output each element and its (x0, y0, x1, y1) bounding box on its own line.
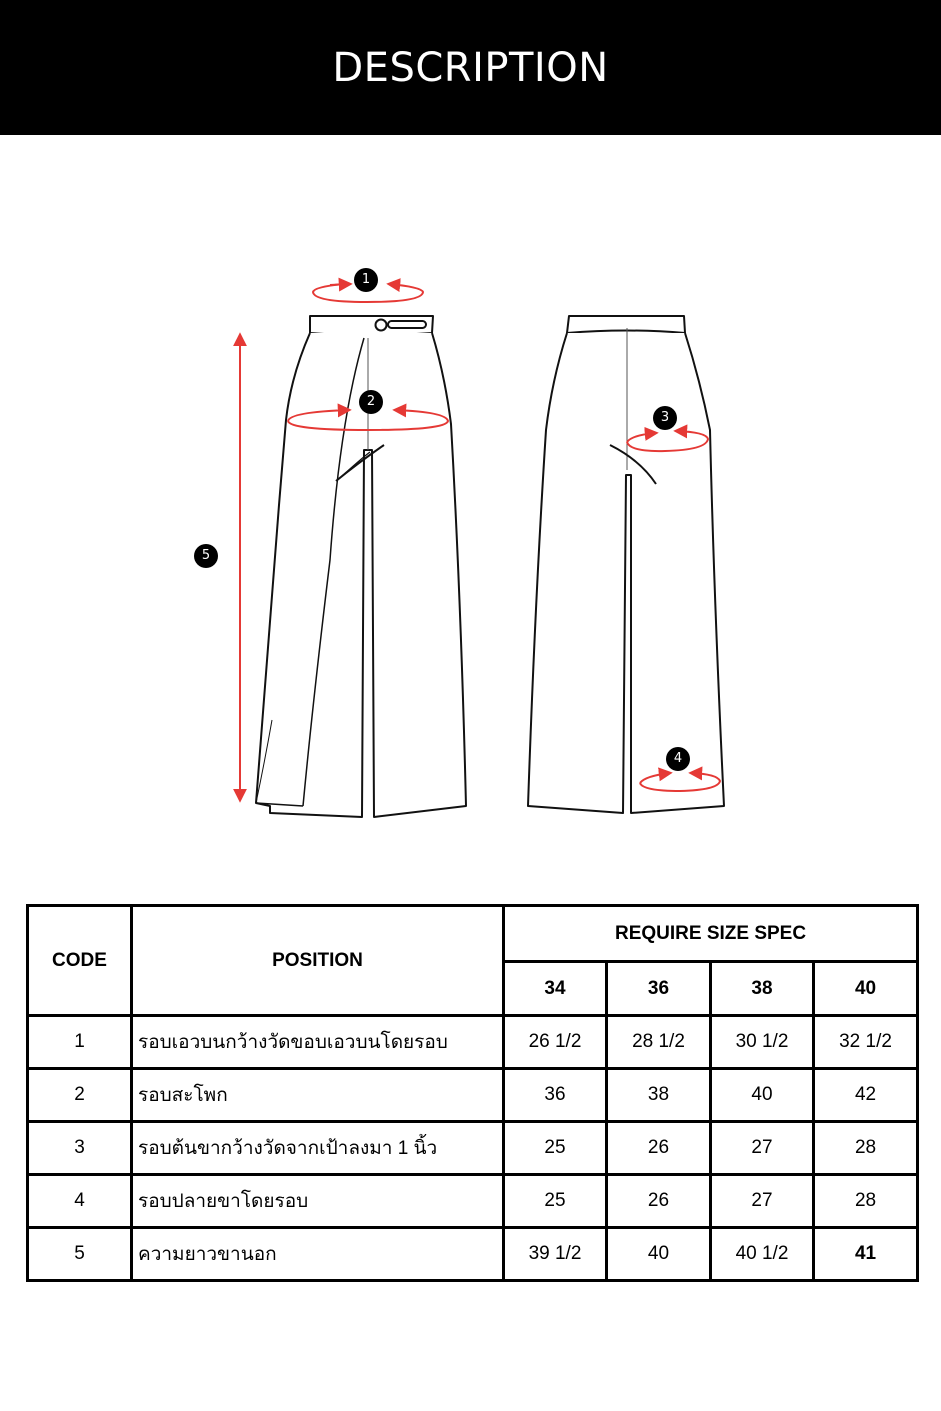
back-view (527, 315, 725, 814)
header-size-38: 38 (709, 960, 815, 1017)
marker-3-badge: 3 (653, 406, 677, 430)
pants-illustration (233, 277, 725, 818)
marker-1-badge: 1 (354, 268, 378, 292)
header-size-36: 36 (605, 960, 712, 1017)
header-position: POSITION (130, 904, 505, 1017)
size-spec-table: CODE POSITION REQUIRE SIZE SPEC 34 36 38… (26, 903, 920, 1282)
row-value: 40 1/2 (709, 1226, 815, 1282)
row-value: 36 (502, 1067, 608, 1123)
row-value: 27 (709, 1120, 815, 1176)
row-value: 26 (605, 1173, 712, 1229)
row-position: รอบต้นขากว้างวัดจากเป้าลงมา 1 นิ้ว (130, 1120, 505, 1176)
row-code: 2 (26, 1067, 133, 1123)
row-value: 27 (709, 1173, 815, 1229)
table-size-row: 34 36 38 40 (28, 960, 920, 1017)
row-position: รอบปลายขาโดยรอบ (130, 1173, 505, 1229)
row-value: 40 (709, 1067, 815, 1123)
row-value: 39 1/2 (502, 1226, 608, 1282)
row-position: รอบเอวบนกว้างวัดขอบเอวบนโดยรอบ (130, 1014, 505, 1070)
table-header-row: CODE POSITION REQUIRE SIZE SPEC (26, 903, 920, 1017)
table-row: 3 รอบต้นขากว้างวัดจากเป้าลงมา 1 นิ้ว 25 … (26, 1120, 920, 1176)
row-value: 26 (605, 1120, 712, 1176)
table-row: 2 รอบสะโพก 36 38 40 42 (26, 1067, 920, 1123)
marker-5-badge: 5 (194, 544, 218, 568)
header-bar: DESCRIPTION (0, 0, 941, 135)
front-view (255, 315, 467, 818)
header-size-40: 40 (811, 960, 920, 1017)
row-value: 25 (502, 1173, 608, 1229)
table-row: 4 รอบปลายขาโดยรอบ 25 26 27 28 (26, 1173, 920, 1229)
table-row: 1 รอบเอวบนกว้างวัดขอบเอวบนโดยรอบ 26 1/2 … (26, 1014, 920, 1070)
marker-2-badge: 2 (359, 390, 383, 414)
row-value: 38 (605, 1067, 712, 1123)
row-value: 40 (605, 1226, 712, 1282)
row-value: 28 1/2 (605, 1014, 712, 1070)
row-position: รอบสะโพก (130, 1067, 505, 1123)
header-code: CODE (26, 904, 133, 1017)
row-position: ความยาวขานอก (130, 1226, 505, 1282)
row-value: 25 (502, 1120, 608, 1176)
row-value: 26 1/2 (502, 1014, 608, 1070)
marker-4-badge: 4 (666, 747, 690, 771)
row-value: 28 (811, 1120, 920, 1176)
row-code: 1 (26, 1014, 133, 1070)
row-code: 4 (26, 1173, 133, 1229)
row-value: 30 1/2 (709, 1014, 815, 1070)
header-size-spec: REQUIRE SIZE SPEC (501, 903, 920, 964)
table-row: 5 ความยาวขานอก 39 1/2 40 40 1/2 41 (26, 1226, 920, 1282)
page-title: DESCRIPTION (332, 44, 609, 91)
row-value: 42 (811, 1067, 920, 1123)
row-value: 41 (811, 1226, 920, 1282)
measure-lines (233, 277, 722, 803)
row-value: 32 1/2 (811, 1014, 920, 1070)
header-size-34: 34 (502, 960, 608, 1017)
row-value: 28 (811, 1173, 920, 1229)
row-code: 3 (26, 1120, 133, 1176)
row-code: 5 (26, 1226, 133, 1282)
pants-diagram: 1 2 3 4 5 (0, 135, 941, 865)
